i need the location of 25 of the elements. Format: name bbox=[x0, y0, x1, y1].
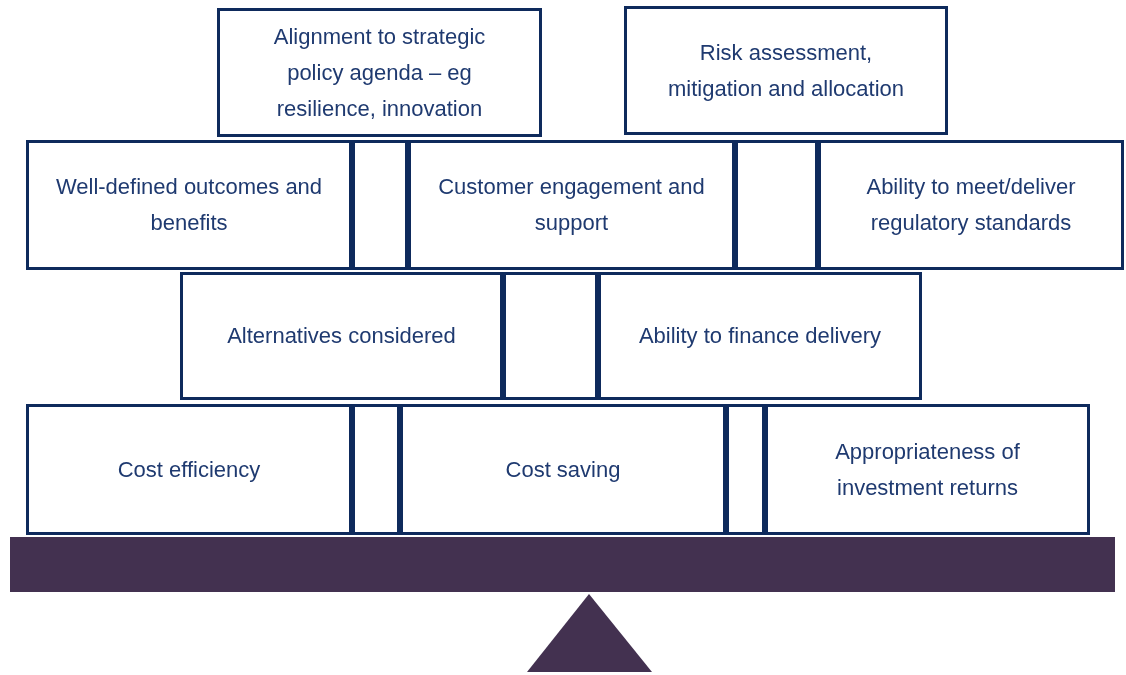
criterion-box bbox=[400, 404, 726, 535]
criterion-label: Alternatives considered bbox=[227, 322, 456, 350]
criterion-box bbox=[408, 140, 735, 270]
criterion-label: Ability to meet/deliver regulatory standards bbox=[865, 173, 1077, 237]
criterion-box bbox=[217, 8, 542, 137]
criterion-label: Alignment to strategic policy agenda – eg resilience, innovation bbox=[272, 22, 487, 123]
criterion-box bbox=[765, 404, 1090, 535]
criterion-label: Appropriateness of investment returns bbox=[834, 437, 1021, 502]
criterion-box bbox=[26, 140, 352, 270]
criterion-box bbox=[180, 272, 503, 400]
spacer-box bbox=[726, 404, 765, 535]
criterion-label: Cost efficiency bbox=[117, 455, 261, 484]
spacer-box bbox=[352, 404, 400, 535]
criterion-label: Well-defined outcomes and benefits bbox=[54, 173, 324, 237]
criterion-label: Customer engagement and support bbox=[437, 173, 706, 237]
criterion-box bbox=[26, 404, 352, 535]
spacer-box bbox=[503, 272, 598, 400]
criterion-label: Ability to finance delivery bbox=[638, 322, 882, 350]
criterion-box bbox=[598, 272, 922, 400]
criterion-label: Cost saving bbox=[505, 455, 621, 484]
criterion-box bbox=[624, 6, 948, 135]
criterion-box bbox=[818, 140, 1124, 270]
criterion-label: Risk assessment, mitigation and allocation bbox=[666, 38, 905, 103]
spacer-box bbox=[352, 140, 408, 270]
spacer-box bbox=[735, 140, 818, 270]
